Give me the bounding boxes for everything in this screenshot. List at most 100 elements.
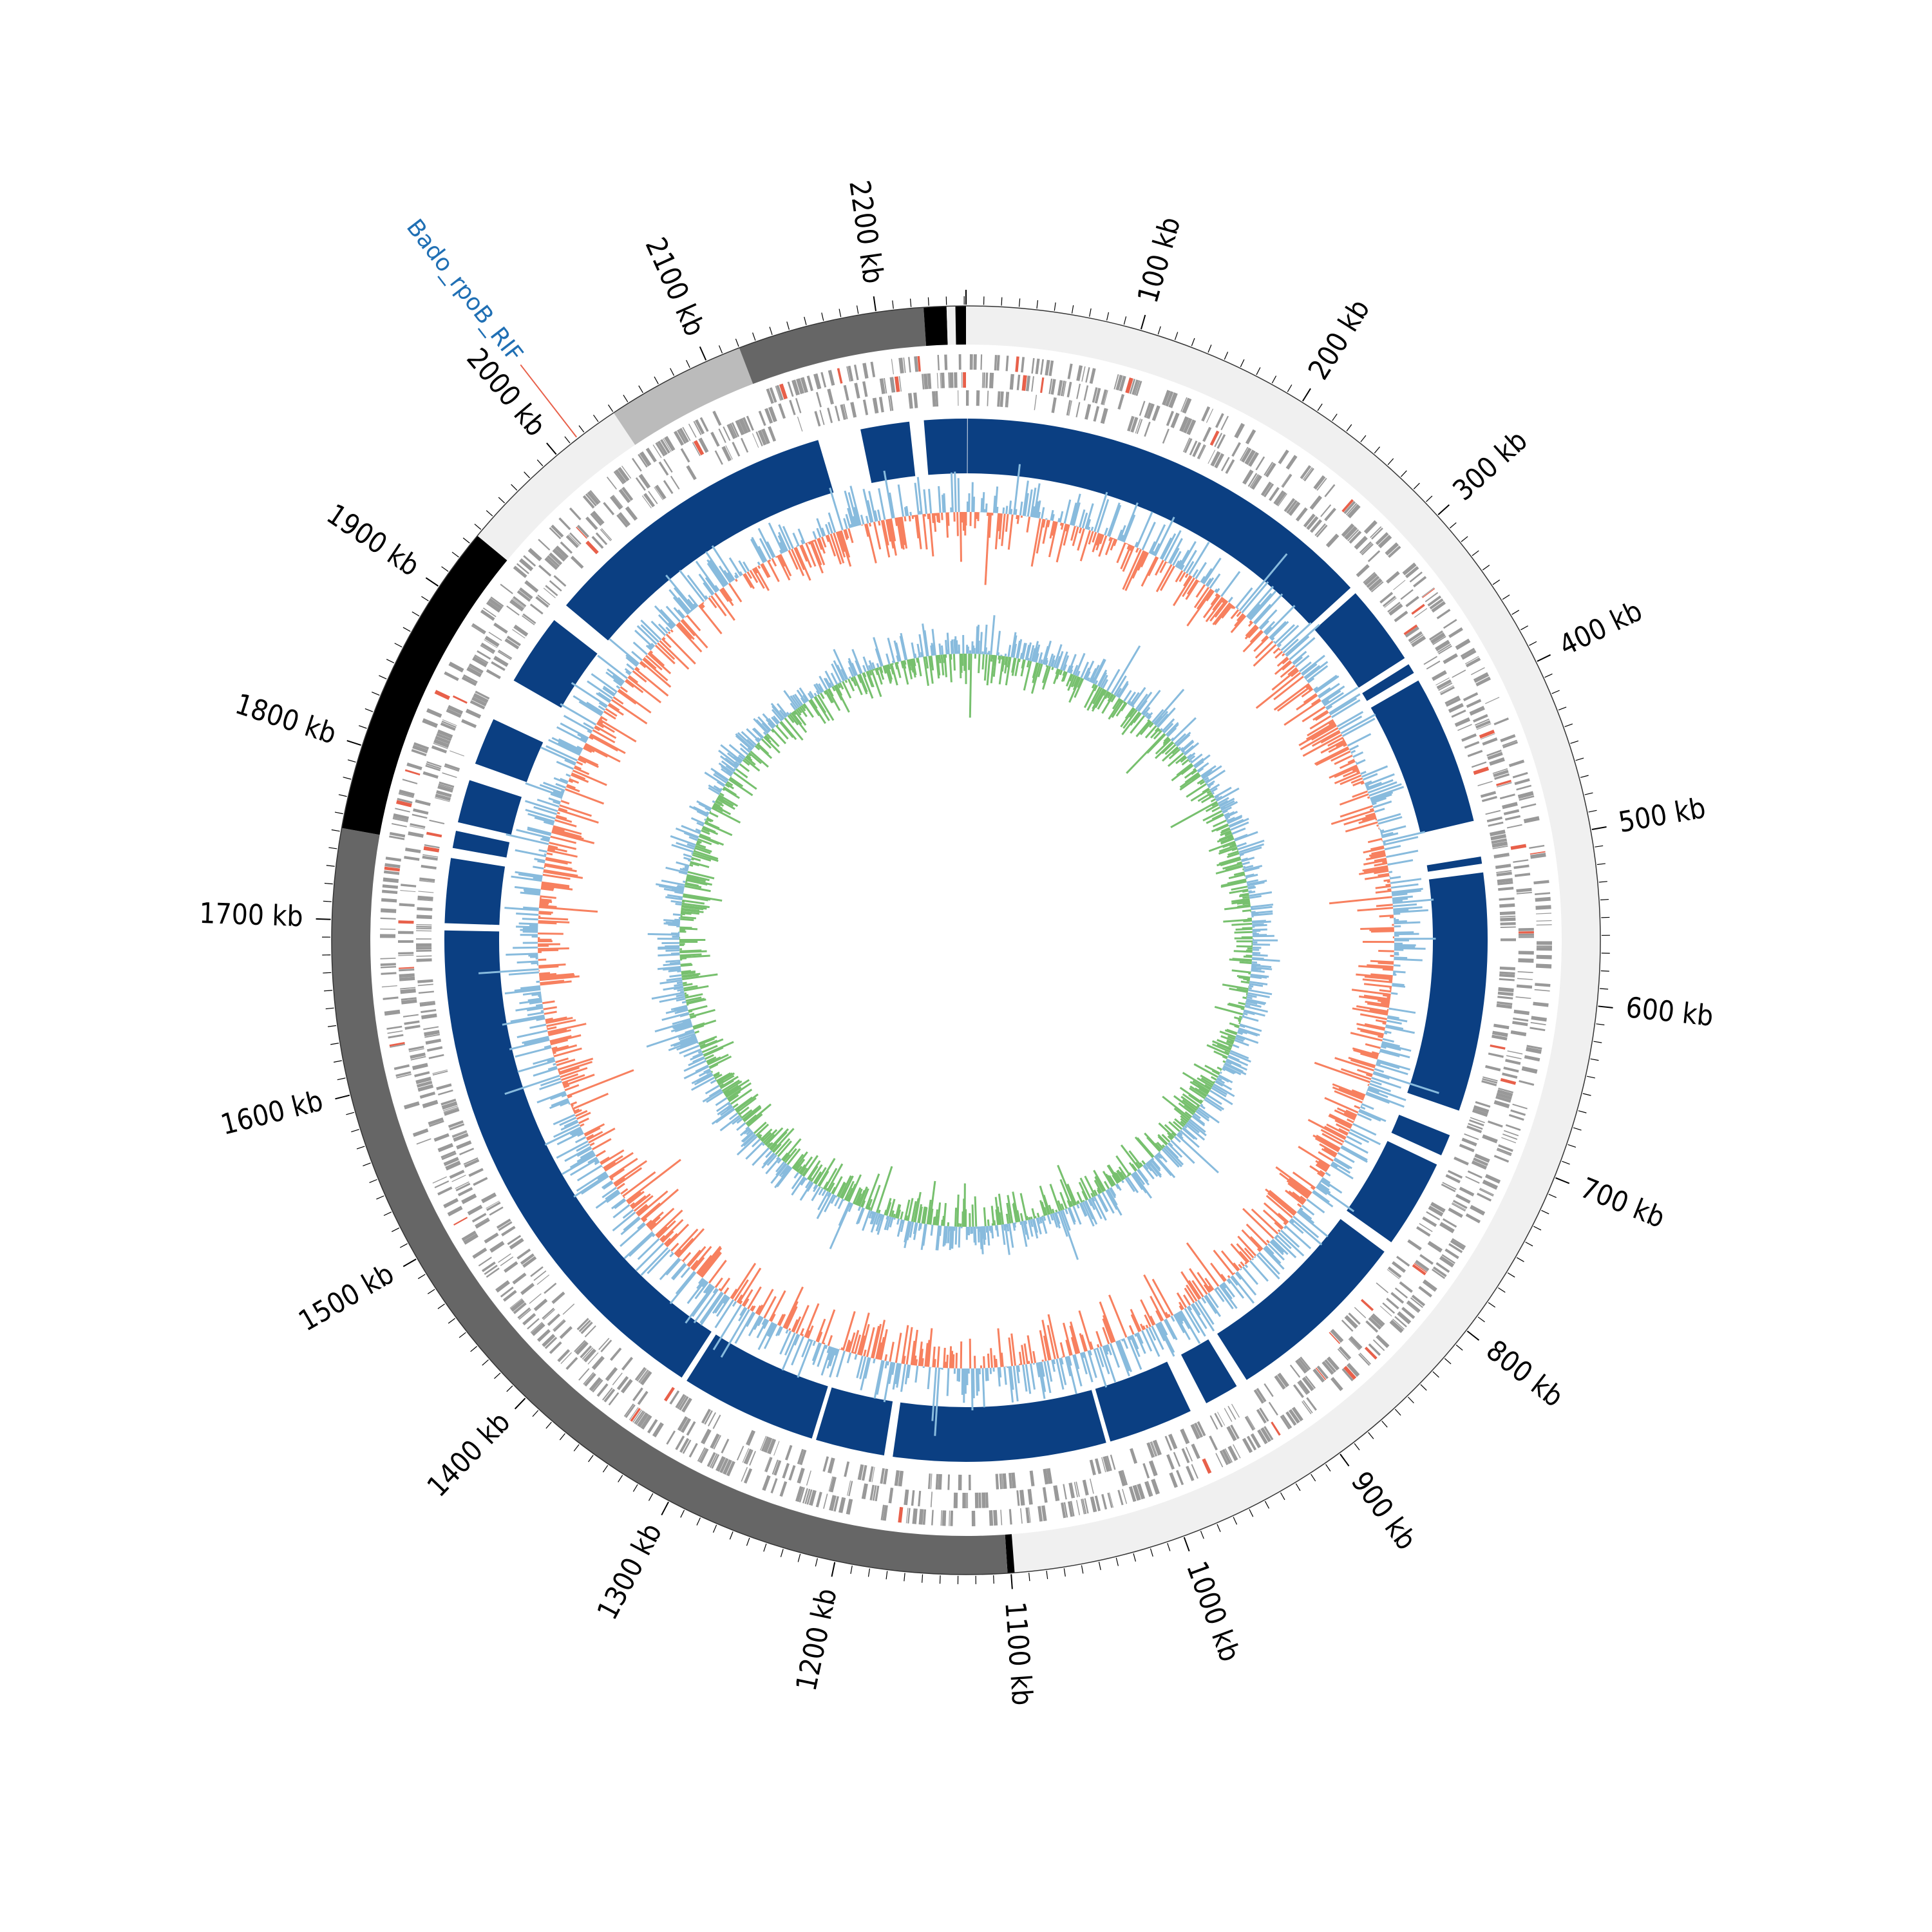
gc-content-spike-positive	[1269, 1240, 1284, 1255]
gc-content-spike-positive	[816, 518, 825, 537]
gc-content-spike-positive	[514, 987, 541, 992]
gc-skew-ring	[646, 615, 1280, 1260]
cds-gene	[738, 418, 749, 434]
cds-gene	[498, 1253, 511, 1263]
cds-gene	[497, 650, 512, 660]
gc-content-spike-negative	[1245, 1224, 1268, 1246]
gc-skew-spike-negative	[1067, 674, 1075, 691]
gc-content-spike-negative	[777, 1314, 784, 1326]
cds-gene	[518, 1309, 531, 1320]
cds-gene	[1189, 440, 1198, 456]
gc-skew-spike-positive	[813, 683, 821, 695]
gc-content-spike-positive	[650, 643, 656, 647]
gc-content-spike-negative	[571, 772, 586, 781]
cds-gene	[682, 1439, 692, 1454]
gc-content-spike-negative	[692, 1256, 705, 1271]
minor-tick	[1548, 1193, 1557, 1198]
gc-content-spike-positive	[1108, 504, 1122, 537]
gc-content-spike-negative	[1357, 907, 1394, 912]
gc-content-spike-negative	[1247, 621, 1254, 627]
major-tick	[1010, 1574, 1013, 1589]
cds-gene	[549, 527, 562, 540]
cds-gene	[958, 1474, 962, 1490]
gc-content-spike-positive	[1081, 1352, 1085, 1358]
gc-skew-spike-negative	[1243, 978, 1250, 981]
gc-skew-spike-negative	[810, 698, 818, 709]
cds-gene	[1168, 1434, 1178, 1450]
gc-content-spike-negative	[818, 537, 826, 554]
cds-gene	[381, 889, 398, 895]
gc-skew-spike-positive	[1246, 996, 1253, 999]
gc-skew-spike-negative	[797, 707, 802, 714]
gc-content-spike-positive	[1063, 499, 1072, 524]
cds-gene	[680, 448, 690, 463]
gc-content-spike-negative	[1196, 588, 1212, 610]
gc-skew-spike-positive	[793, 1172, 799, 1179]
cds-gene	[677, 1416, 688, 1432]
gc-skew-spike-negative	[784, 1148, 797, 1164]
gc-skew-spike-negative	[772, 1128, 795, 1153]
gc-content-spike-positive	[1154, 516, 1175, 556]
gc-content-spike-positive	[635, 1242, 665, 1271]
cds-gene	[1497, 782, 1512, 788]
gc-skew-spike-positive	[1032, 1218, 1038, 1233]
gc-content-spike-negative	[683, 1261, 685, 1264]
gc-content-spike-negative	[719, 1277, 731, 1292]
gc-skew-spike-positive	[1252, 954, 1268, 957]
gc-skew-spike-negative	[936, 1216, 939, 1226]
gc-skew-spike-negative	[1176, 762, 1193, 777]
gc-content-spike-negative	[618, 688, 652, 714]
cds-gene	[1366, 575, 1380, 589]
cds-gene	[652, 1422, 664, 1437]
gc-skew-spike-negative	[1173, 1107, 1190, 1121]
gc-skew-spike-positive	[1161, 1148, 1180, 1168]
gc-content-spike-positive	[550, 1092, 567, 1101]
gc-content-spike-positive	[1377, 1059, 1411, 1071]
minor-tick	[712, 1524, 717, 1533]
gc-skew-spike-negative	[1090, 1193, 1094, 1198]
gc-content-spike-positive	[673, 607, 685, 620]
cds-gene	[950, 1510, 954, 1526]
gc-skew-spike-positive	[1066, 665, 1072, 673]
cds-gene	[985, 372, 989, 388]
gc-skew-spike-negative	[1019, 1193, 1028, 1221]
gc-content-spike-positive	[1155, 1323, 1166, 1341]
gc-content-spike-negative	[1077, 528, 1085, 551]
cds-gene	[976, 390, 980, 406]
cds-gene	[1406, 1300, 1421, 1312]
gc-content-spike-negative	[1241, 1229, 1262, 1251]
cds-gene	[746, 415, 754, 431]
gc-content-spike-negative	[642, 1218, 648, 1223]
gc-skew-spike-positive	[1055, 656, 1061, 668]
cds-gene	[923, 374, 929, 390]
gc-content-spike-positive	[1151, 1325, 1164, 1350]
gc-content-spike-positive	[520, 891, 540, 896]
gc-content-spike-positive	[1361, 1103, 1374, 1110]
gc-skew-spike-negative	[907, 659, 912, 671]
gc-skew-spike-positive	[774, 1166, 792, 1189]
cds-gene	[1202, 1458, 1212, 1474]
gc-content-spike-positive	[1056, 1358, 1065, 1390]
gc-content-spike-positive	[544, 1045, 551, 1049]
gc-content-spike-negative	[757, 1289, 774, 1316]
gc-content-spike-positive	[629, 1232, 655, 1257]
cds-gene	[1247, 451, 1259, 467]
cds-gene	[553, 1320, 566, 1332]
gc-skew-spike-positive	[1249, 983, 1264, 987]
gc-content-spike-negative	[603, 710, 616, 720]
gc-skew-spike-negative	[1057, 1200, 1063, 1211]
gc-skew-spike-negative	[1161, 1133, 1171, 1143]
gc-content-spike-negative	[1240, 1261, 1245, 1267]
gc-content-spike-negative	[660, 1218, 684, 1242]
gc-skew-spike-negative	[724, 783, 730, 788]
gc-skew-spike-negative	[1212, 1040, 1232, 1050]
cds-gene	[498, 649, 513, 659]
gc-content-spike-positive	[668, 589, 690, 614]
gc-content-spike-positive	[732, 1301, 737, 1307]
cds-gene	[1396, 1255, 1410, 1267]
cds-gene	[1329, 1332, 1341, 1345]
cds-gene	[1231, 442, 1241, 457]
gc-content-spike-positive	[1106, 502, 1121, 537]
gc-skew-spike-positive	[1039, 1217, 1043, 1224]
cds-gene	[1387, 1269, 1400, 1280]
